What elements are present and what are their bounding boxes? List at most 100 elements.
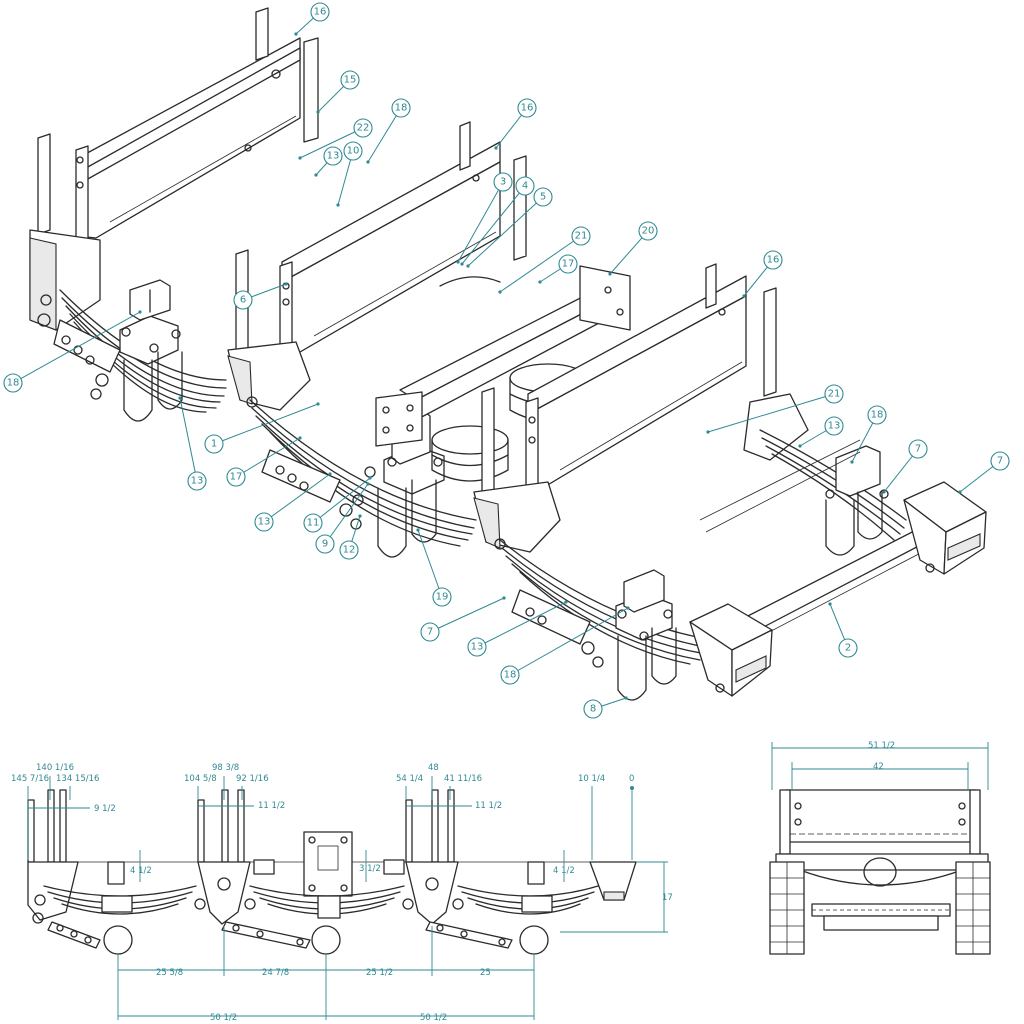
callout-7: 7 <box>882 439 928 494</box>
callout-arrow-tip <box>828 602 832 606</box>
callout-18: 18 <box>366 98 411 164</box>
callout-leader <box>299 127 364 159</box>
hanger-frame-middle <box>227 121 527 411</box>
callout-bubble <box>254 512 274 532</box>
callout-bubble <box>391 98 411 118</box>
callout-number: 4 <box>522 181 528 192</box>
callout-number: 9 <box>322 539 328 550</box>
dimension-label: 11 1/2 <box>258 801 285 811</box>
callout-15: 15 <box>316 70 360 114</box>
callout-bubble <box>467 637 487 657</box>
dimension-label: 0 <box>629 774 634 784</box>
callout-13: 13 <box>314 146 343 177</box>
callout-bubble <box>310 2 330 22</box>
callout-bubble <box>353 118 373 138</box>
side-airbag-bracket <box>253 831 405 897</box>
dimension-label: 48 <box>428 763 439 773</box>
callout-arrow-tip <box>466 264 470 268</box>
callout-leader <box>476 601 567 648</box>
callout-number: 13 <box>327 151 340 162</box>
callout-number: 18 <box>871 410 884 421</box>
callout-16: 16 <box>742 250 783 298</box>
callout-number: 13 <box>191 476 204 487</box>
callout-number: 18 <box>395 103 408 114</box>
front-wheel-left <box>769 861 805 955</box>
callout-16: 16 <box>494 98 537 150</box>
callout-leader <box>457 181 504 263</box>
callout-arrow-tip <box>742 294 746 298</box>
dimension-label: 4 1/2 <box>130 866 152 876</box>
callout-number: 16 <box>767 255 780 266</box>
callout-bubble <box>990 451 1010 471</box>
callout-arrow-tip <box>456 260 460 264</box>
callout-bubble <box>583 699 603 719</box>
callout-arrow-tip <box>328 472 332 476</box>
callout-arrow-tip <box>958 490 962 494</box>
callout-bubble <box>908 439 928 459</box>
rear-hanger-left <box>689 603 773 697</box>
callout-arrow-tip <box>298 436 302 440</box>
callout-number: 6 <box>240 295 246 306</box>
callout-10: 10 <box>336 141 363 207</box>
callout-number: 2 <box>845 643 851 654</box>
callout-arrow-tip <box>882 490 886 494</box>
callout-bubble <box>3 373 23 393</box>
callout-21: 21 <box>706 384 844 434</box>
callout-number: 21 <box>828 389 841 400</box>
callout-bubble <box>763 250 783 270</box>
callout-arrow-tip <box>624 696 628 700</box>
callout-leader <box>312 477 371 524</box>
callout-17: 17 <box>538 254 578 284</box>
dimension-label: 134 15/16 <box>56 774 99 784</box>
dimension-label: 10 1/4 <box>578 774 605 784</box>
callout-13: 13 <box>798 416 844 448</box>
callout-number: 20 <box>642 226 655 237</box>
callout-leader <box>417 529 443 598</box>
callout-number: 13 <box>471 642 484 653</box>
callout-bubble <box>339 540 359 560</box>
callout-11: 11 <box>303 476 372 533</box>
callout-8: 8 <box>583 696 628 719</box>
callout-leader <box>12 311 141 384</box>
dimension-label: 92 1/16 <box>236 774 269 784</box>
callout-bubble <box>340 70 360 90</box>
callout-17: 17 <box>226 436 302 487</box>
callout-bubble <box>517 98 537 118</box>
dimension-label: 42 <box>873 762 884 772</box>
callout-7: 7 <box>958 451 1010 494</box>
callout-number: 16 <box>314 7 327 18</box>
hanger-frame-right <box>473 263 809 553</box>
callout-7: 7 <box>420 596 506 642</box>
callout-18: 18 <box>3 310 142 393</box>
callout-13: 13 <box>467 600 568 657</box>
callout-number: 8 <box>590 704 596 715</box>
front-elevation-view: 51 1/242 <box>769 741 991 955</box>
side-axles <box>101 861 553 955</box>
hanger-frame-left <box>29 7 319 331</box>
callout-leader <box>707 393 835 433</box>
callout-arrow-tip <box>336 203 340 207</box>
callout-number: 16 <box>521 103 534 114</box>
side-equalizers <box>47 921 513 949</box>
callout-leader <box>429 597 505 633</box>
callout-arrow-tip <box>298 156 302 160</box>
callout-21: 21 <box>498 226 591 294</box>
callout-number: 17 <box>230 472 243 483</box>
callout-bubble <box>867 405 887 425</box>
callout-arrow-tip <box>138 310 142 314</box>
callout-arrow-tip <box>498 290 502 294</box>
equalizer-left <box>53 319 121 400</box>
leaf-spring-right <box>499 539 713 701</box>
callout-1: 1 <box>204 402 320 454</box>
callout-arrow-tip <box>502 596 506 600</box>
callout-arrow-tip <box>284 282 288 286</box>
callout-leader <box>609 230 649 275</box>
dimension-label: 3 1/2 <box>359 864 381 874</box>
callout-number: 17 <box>562 259 575 270</box>
leaf-spring-left <box>59 279 227 422</box>
callout-bubble <box>638 221 658 241</box>
callout-3: 3 <box>456 172 513 264</box>
callout-number: 5 <box>540 192 546 203</box>
